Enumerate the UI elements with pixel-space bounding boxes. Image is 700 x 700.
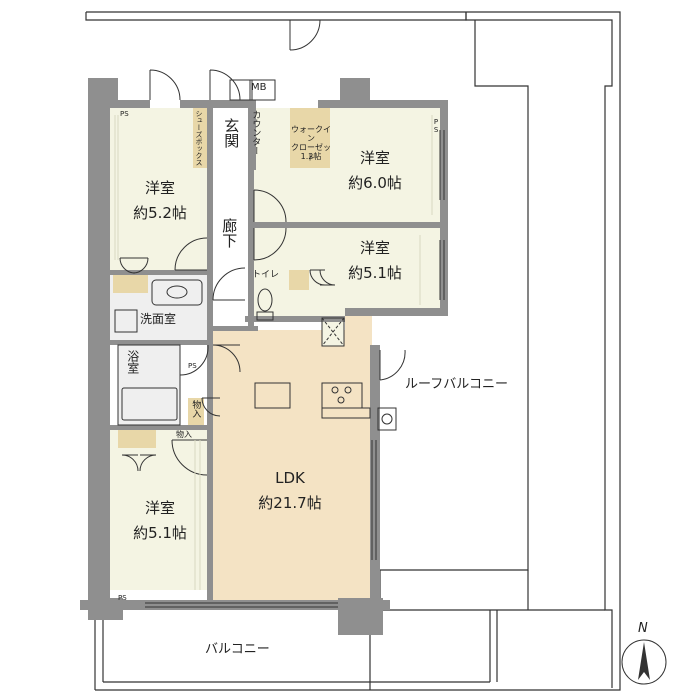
room-nw-size: 約5.2帖 bbox=[133, 204, 187, 222]
ps-label-bath: PS bbox=[188, 362, 197, 370]
room-ne-name: 洋室 bbox=[359, 149, 390, 167]
balcony-label: バルコニー bbox=[205, 642, 270, 657]
genkan-label: 玄関 bbox=[222, 118, 241, 148]
north-label: N bbox=[638, 621, 648, 636]
door-swings bbox=[119, 19, 406, 476]
walls bbox=[80, 78, 448, 635]
storage-label-2: 物入 bbox=[176, 430, 192, 439]
ldk-name: LDK bbox=[275, 469, 305, 487]
room-fills bbox=[110, 108, 440, 600]
shoes-box-label: シューズボックス bbox=[195, 110, 204, 166]
ldk-size: 約21.7帖 bbox=[258, 494, 322, 512]
bath-label: 浴室 bbox=[125, 350, 140, 374]
roof-balcony-label: ルーフバルコニー bbox=[405, 377, 508, 392]
interior-lines bbox=[114, 79, 397, 431]
ps-label-ne: PS bbox=[432, 118, 441, 134]
cooktop-burners bbox=[331, 386, 352, 404]
room-sw-name: 洋室 bbox=[144, 499, 175, 517]
windows bbox=[145, 130, 445, 608]
toilet-label: トイレ bbox=[252, 270, 280, 280]
room-ne-size: 約6.0帖 bbox=[348, 174, 402, 192]
compass-rose bbox=[621, 639, 667, 685]
hallway-label: 廊下 bbox=[220, 218, 239, 248]
storage-label-1: 物入 bbox=[190, 400, 201, 418]
counter-label: カウンター bbox=[250, 110, 261, 155]
hatching bbox=[114, 115, 433, 590]
room-e-size: 約5.1帖 bbox=[348, 264, 402, 282]
room-sw-size: 約5.1帖 bbox=[133, 524, 187, 542]
ps-label-nw: PS bbox=[120, 110, 129, 118]
mb-label: MB bbox=[251, 82, 267, 93]
room-e-name: 洋室 bbox=[359, 239, 390, 257]
walkin-closet-label: ウォークイン クローゼット bbox=[291, 125, 331, 162]
ps-label-sw: PS bbox=[118, 594, 127, 602]
washroom-label: 洗面室 bbox=[140, 312, 177, 326]
room-nw-name: 洋室 bbox=[144, 179, 175, 197]
walkin-closet-size: 1.2帖 bbox=[300, 152, 322, 161]
